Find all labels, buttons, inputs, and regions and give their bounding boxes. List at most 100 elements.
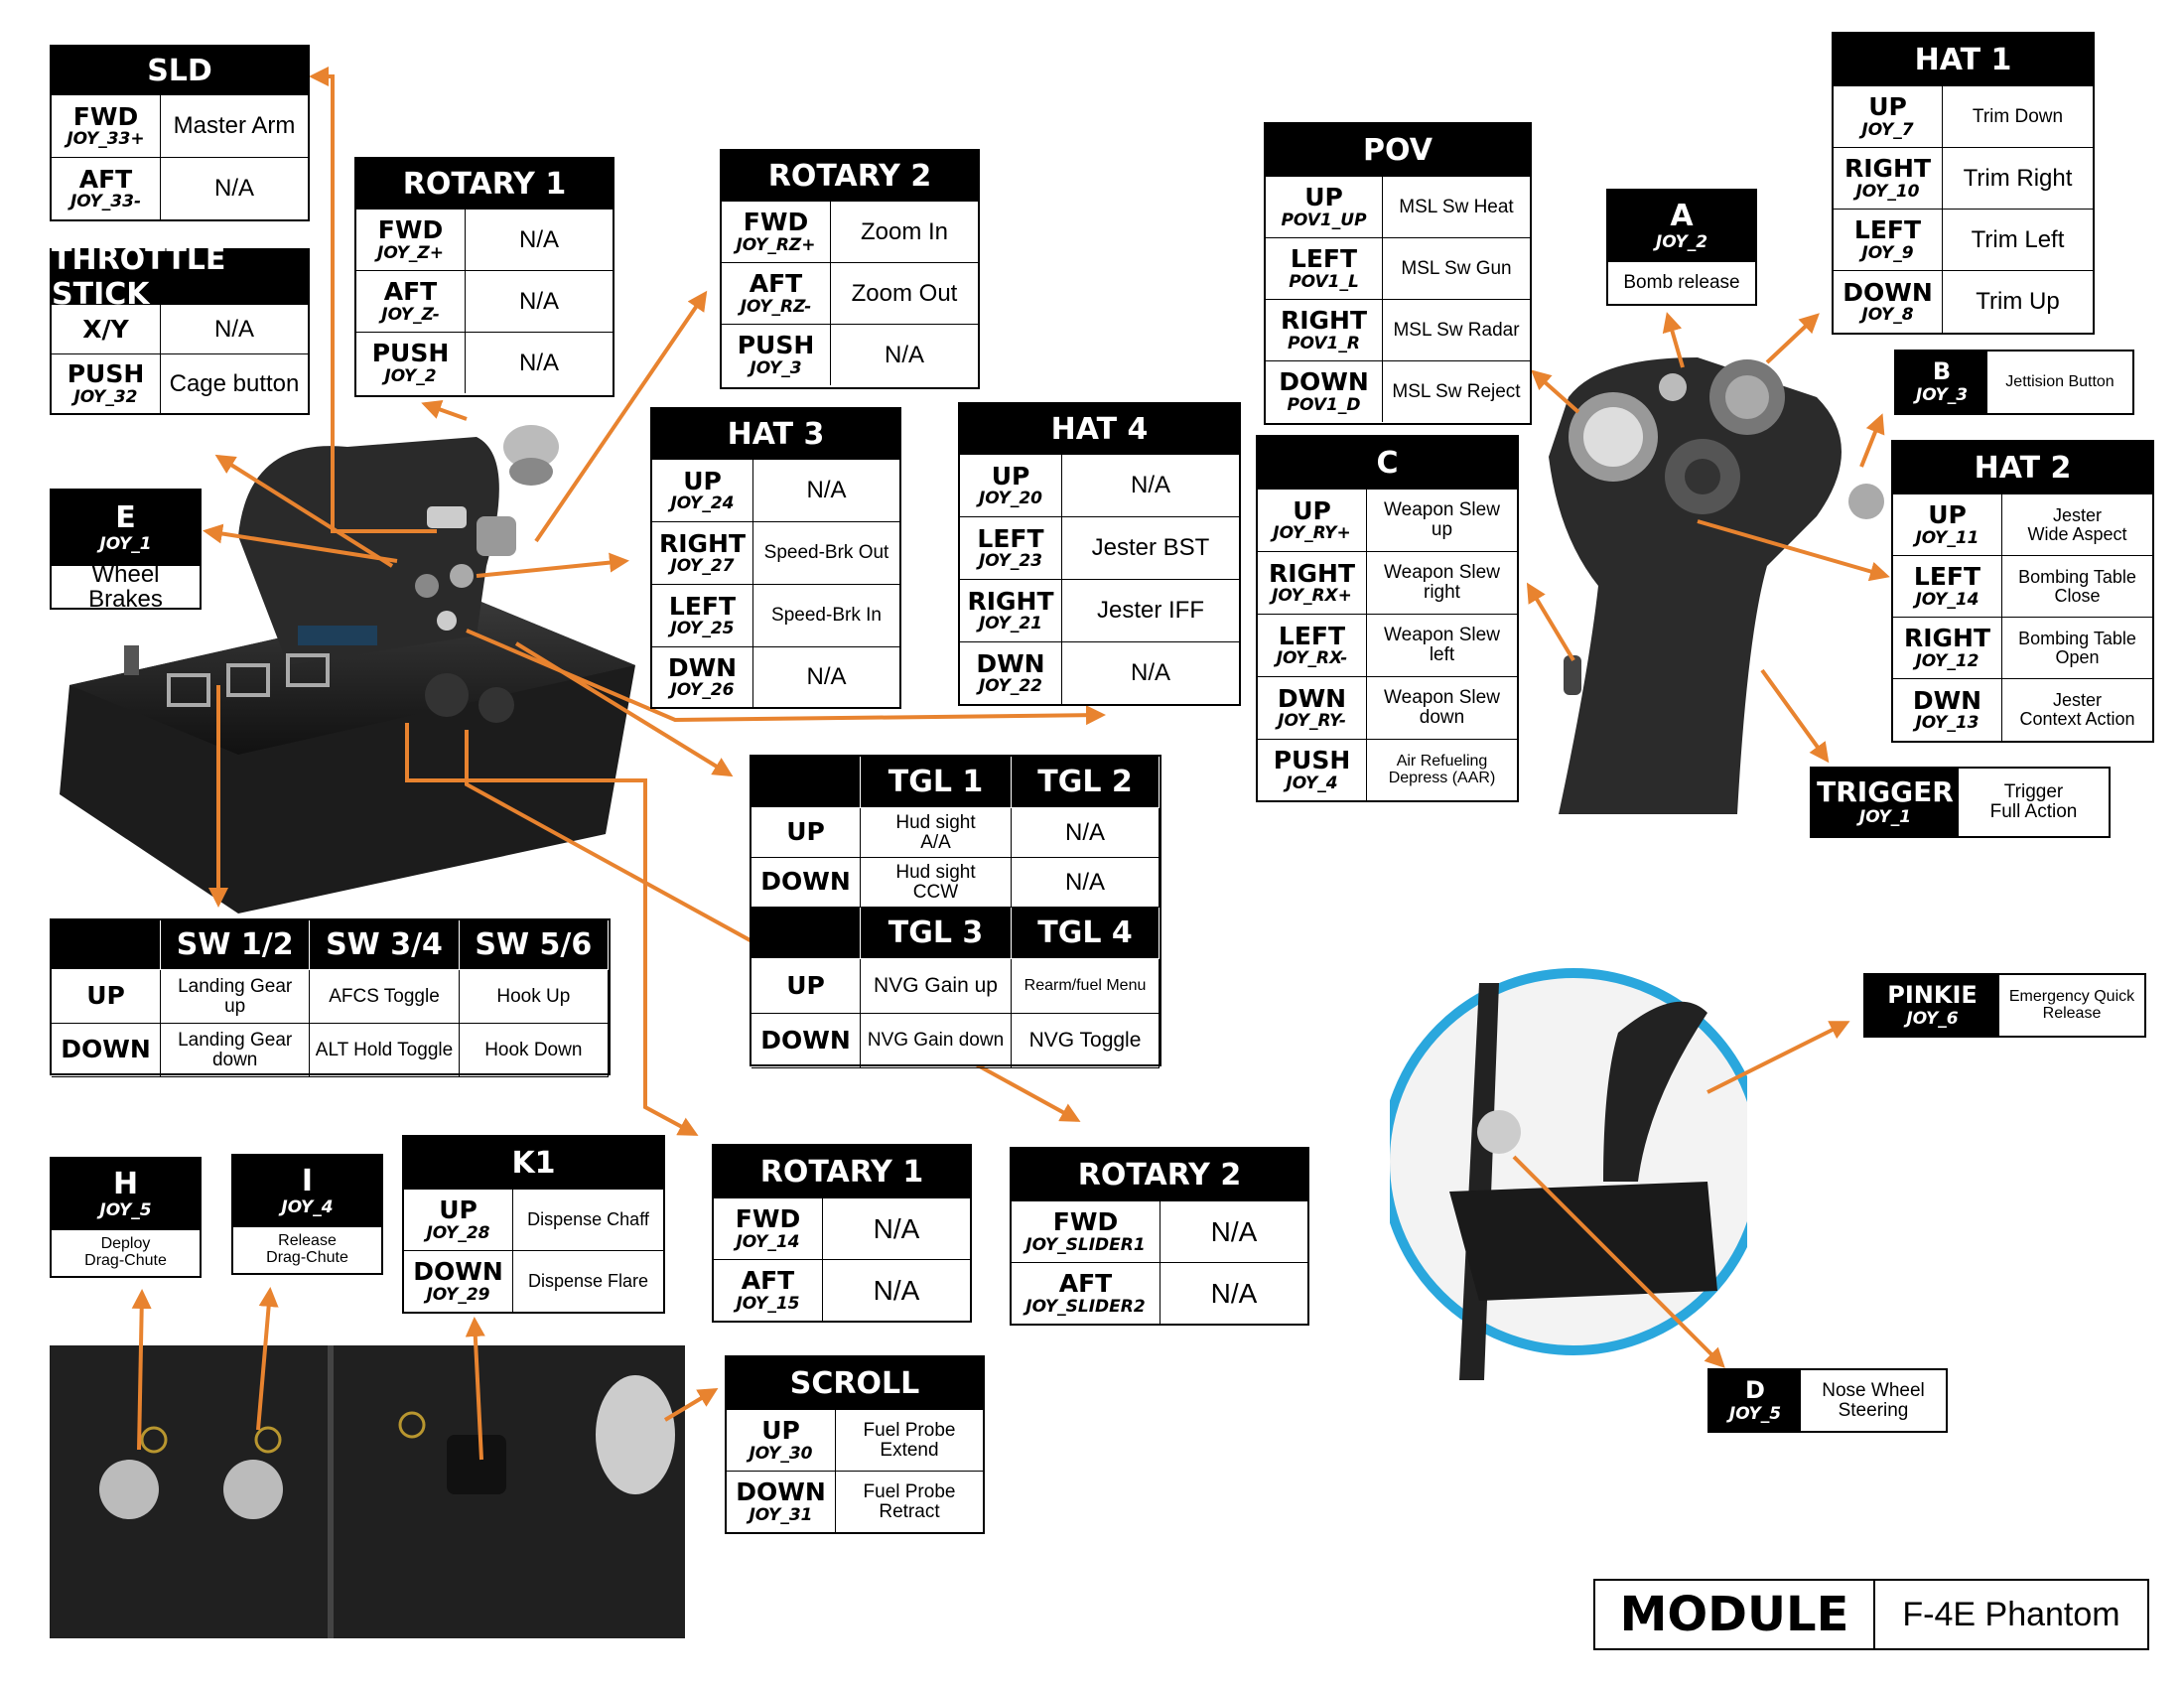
tgl4-header: TGL 4 [1012, 908, 1160, 959]
joy: JOY_RX+ [1272, 586, 1352, 607]
rotary1-bottom-title: ROTARY 1 [714, 1146, 970, 1197]
joy: JOY_27 [670, 556, 735, 577]
key: FWD [743, 208, 809, 237]
value: N/A [518, 349, 559, 376]
hat2-title: HAT 2 [1893, 442, 2152, 493]
switches-value: Landing Gear down [161, 1024, 311, 1077]
value: N/A [1130, 659, 1170, 687]
joy: JOY_RZ- [740, 296, 812, 317]
value: N/A [1210, 1215, 1258, 1247]
joy: JOY_SLIDER1 [1025, 1234, 1146, 1255]
joy: JOY_RY- [1278, 711, 1346, 732]
rotary2-top-title: ROTARY 2 [722, 151, 978, 201]
joy: JOY_9 [1861, 242, 1914, 263]
trigger-joy: JOY_1 [1858, 807, 1912, 828]
key: UP [683, 466, 722, 495]
joy: JOY_RX- [1276, 648, 1348, 669]
value: MSL Sw Gun [1401, 257, 1512, 279]
pinkie-panel: PINKIE JOY_6 Emergency Quick Release [1863, 973, 2146, 1038]
e-title: E JOY_1 [52, 491, 200, 566]
key: RIGHT [967, 586, 1054, 616]
joy: JOY_20 [978, 489, 1042, 509]
key: DOWN [413, 1257, 503, 1287]
d-title-text: D [1745, 1375, 1765, 1404]
h-title-text: H [112, 1166, 139, 1201]
value: Speed-Brk Out [763, 542, 889, 564]
k1-title: K1 [404, 1137, 663, 1189]
joy: JOY_11 [1915, 527, 1979, 548]
joy: JOY_3 [750, 357, 802, 378]
key: UP [1293, 495, 1331, 525]
tgl1-header: TGL 1 [861, 757, 1012, 808]
i-joy: JOY_4 [281, 1197, 334, 1218]
value: N/A [873, 1212, 920, 1244]
sld-joy: JOY_33+ [67, 129, 145, 150]
switches-corner [52, 920, 161, 970]
value: Jester Wide Aspect [2027, 504, 2127, 544]
joy: JOY_2 [384, 365, 437, 386]
key: DWN [1912, 685, 1982, 715]
throttle-stick-key: PUSH [67, 359, 145, 389]
joy: JOY_24 [670, 493, 735, 514]
value: Zoom Out [851, 279, 958, 307]
rotary2-bottom-title: ROTARY 2 [1012, 1149, 1307, 1200]
throttle-stick-row: X/Y N/A [52, 304, 308, 353]
joy: JOY_21 [978, 614, 1042, 634]
d-title: D JOY_5 [1709, 1370, 1801, 1431]
value: Dispense Flare [527, 1271, 649, 1292]
key: UP [1928, 500, 1967, 530]
throttle-stick-joy: JOY_32 [73, 386, 138, 407]
h-joy: JOY_5 [99, 1200, 152, 1221]
arrow-icon [309, 67, 437, 533]
switches-value: Hook Down [459, 1024, 609, 1077]
value: Trim Right [1963, 164, 2073, 192]
joy: JOY_14 [736, 1231, 800, 1252]
b-joy: JOY_3 [1915, 385, 1969, 406]
value: Trim Left [1971, 225, 2065, 253]
value: N/A [1130, 472, 1170, 499]
trigger-value: Trigger Full Action [1989, 781, 2078, 822]
key: RIGHT [1268, 558, 1356, 588]
switches-value: Hook Up [459, 970, 609, 1024]
tgl-key: UP [751, 959, 861, 1014]
sw34-header: SW 3/4 [310, 920, 460, 970]
key: UP [1868, 92, 1907, 122]
throttle-stick-value: N/A [213, 315, 254, 343]
tgl-value: Rearm/fuel Menu [1012, 959, 1160, 1014]
joy: JOY_SLIDER2 [1025, 1296, 1146, 1317]
value: Trim Down [1972, 105, 2064, 127]
key: PUSH [1273, 746, 1351, 775]
pinkie-title: PINKIE JOY_6 [1865, 975, 1999, 1036]
switches-value: ALT Hold Toggle [310, 1024, 460, 1077]
joy: POV1_L [1289, 271, 1359, 292]
hat3-title: HAT 3 [652, 409, 899, 459]
value: N/A [806, 477, 847, 504]
sld-joy: JOY_33- [69, 192, 142, 212]
joy: JOY_RY+ [1273, 523, 1351, 544]
e-title-text: E [115, 499, 136, 535]
h-title: H JOY_5 [52, 1159, 200, 1230]
key: DWN [1277, 683, 1347, 713]
key: AFT [1058, 1269, 1113, 1299]
